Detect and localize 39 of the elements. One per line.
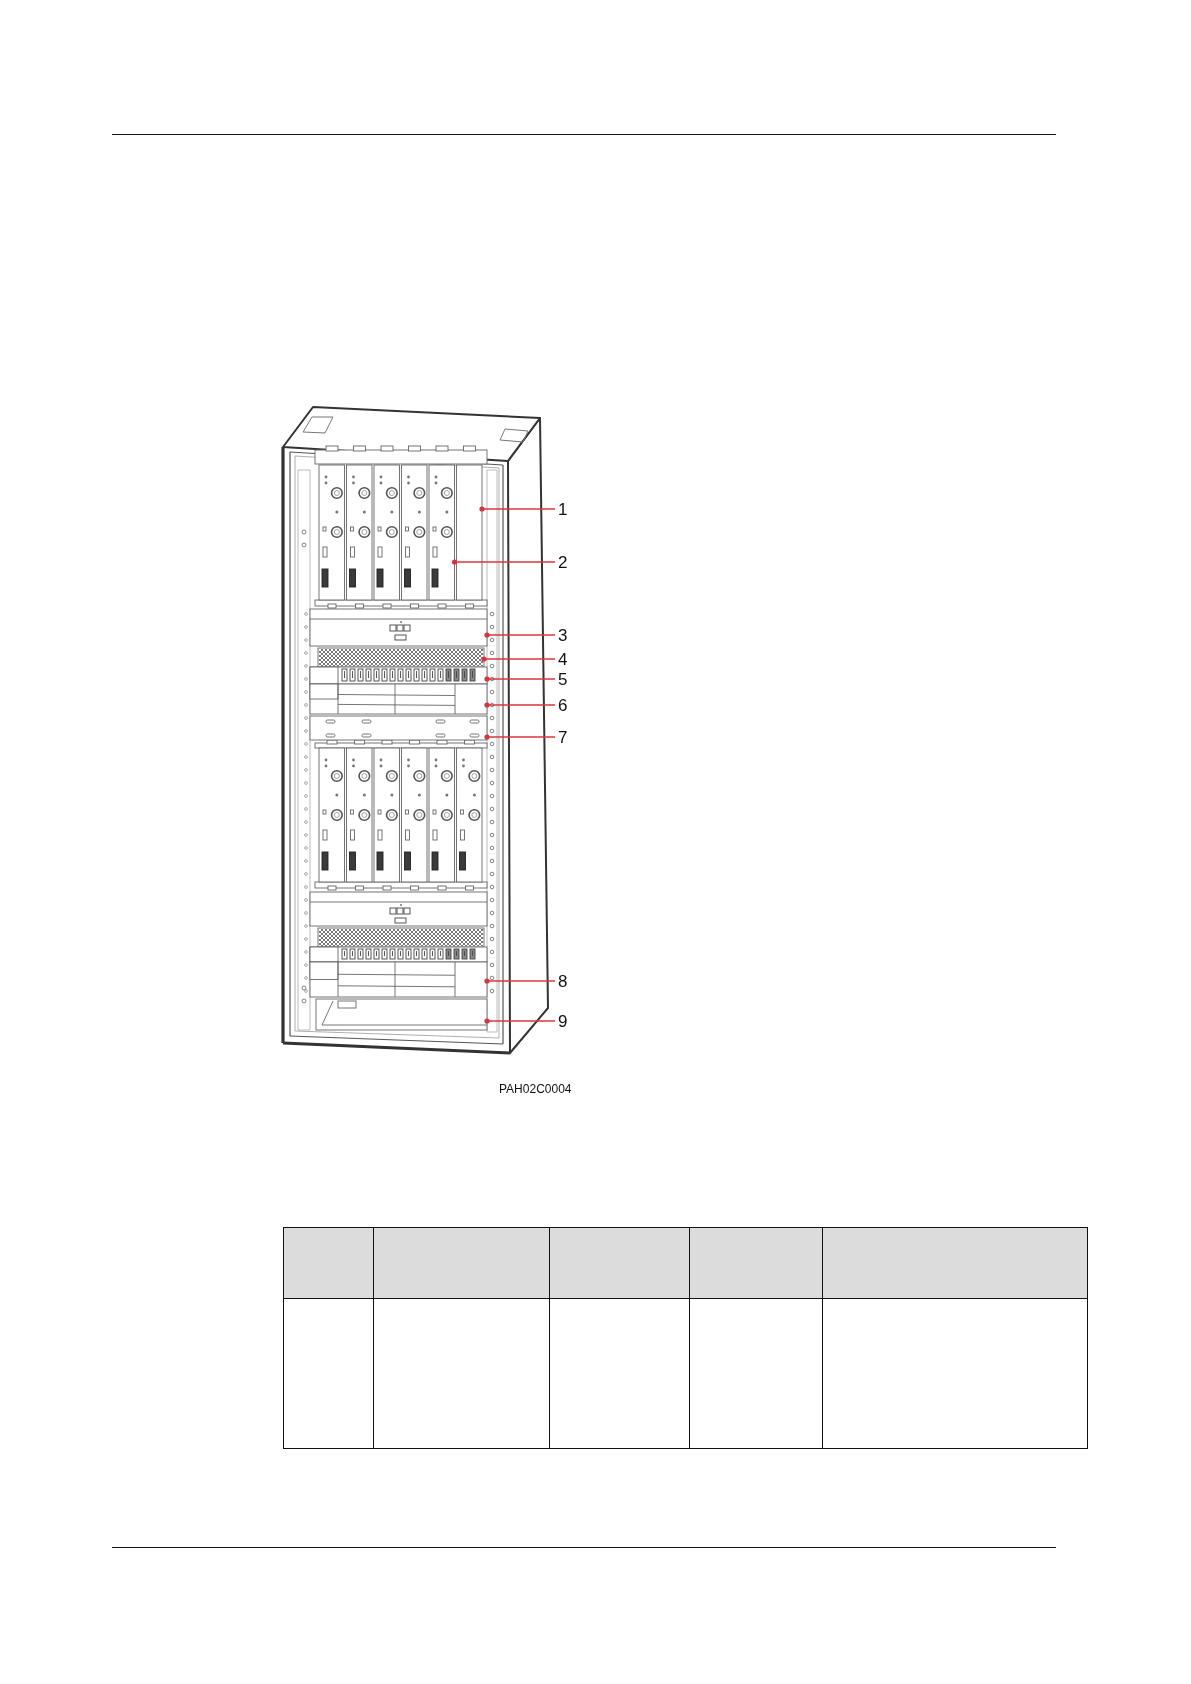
leader-line [484, 734, 556, 740]
fan-unit [309, 891, 488, 927]
leader-line [479, 506, 556, 512]
leader-line [451, 559, 556, 565]
board-module [428, 747, 455, 883]
leader-line [484, 1018, 556, 1024]
base-frame [315, 998, 488, 1031]
callout-number: 3 [558, 626, 568, 644]
filler-panel [456, 464, 483, 601]
leader-line [484, 632, 556, 638]
board-module [401, 464, 428, 601]
callout-number: 8 [558, 972, 568, 990]
callout-number: 6 [558, 696, 568, 714]
board-module [456, 747, 483, 883]
callout-number: 2 [558, 553, 568, 571]
board-module [318, 464, 345, 601]
board-module [346, 464, 373, 601]
board-module [373, 747, 400, 883]
callout-number: 1 [558, 500, 568, 518]
board-module [428, 464, 455, 601]
vent-grille [317, 647, 485, 668]
callout-number: 5 [558, 670, 568, 688]
vent-grille [317, 927, 485, 948]
fan-unit [309, 608, 488, 647]
leader-line [481, 656, 556, 662]
cable-tray [309, 715, 488, 741]
callout-number: 4 [558, 650, 568, 668]
board-module [318, 747, 345, 883]
figure-code: PAH02C0004 [499, 1083, 572, 1096]
callout-number: 7 [558, 728, 568, 746]
leader-line [484, 978, 556, 984]
module-bay [309, 961, 488, 998]
callout-number: 9 [558, 1012, 568, 1030]
module-bay [309, 683, 488, 715]
board-module [373, 464, 400, 601]
leader-line [484, 702, 556, 708]
board-module [401, 747, 428, 883]
board-module [346, 747, 373, 883]
leader-line [484, 676, 556, 682]
